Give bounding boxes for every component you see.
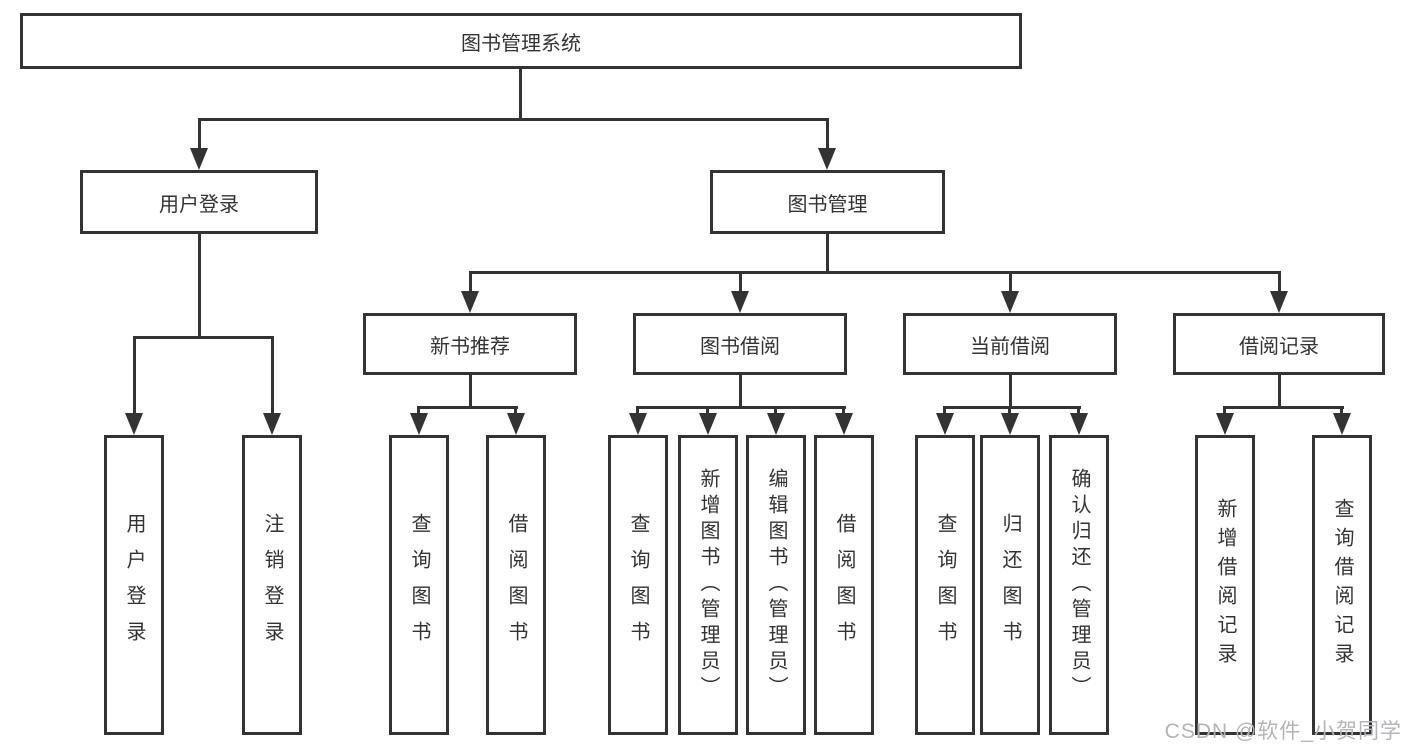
arrowhead-to-leaf xyxy=(1070,413,1088,435)
connector-drop-login-leaf2 xyxy=(271,336,274,415)
leaf-borrow-book: 借阅图书 xyxy=(814,435,874,735)
leaf-user-login: 用户登录 xyxy=(104,435,164,735)
leaf-user-login-label: 用户登录 xyxy=(123,513,145,657)
arrowhead-to-book-borrow xyxy=(731,291,749,313)
leaf-borrow-add-admin-label: 新增图书（管理员） xyxy=(697,468,719,702)
connector-new-books-stem xyxy=(469,375,472,406)
connector-drop-book-mgmt xyxy=(826,118,829,152)
leaf-records-add: 新增借阅记录 xyxy=(1195,435,1255,735)
arrowhead-to-leaf xyxy=(1333,413,1351,435)
arrowhead-to-login-leaf2 xyxy=(263,413,281,435)
connector-drop-leaf xyxy=(1340,406,1343,415)
arrowhead-to-leaf xyxy=(629,413,647,435)
arrowhead-to-login-leaf1 xyxy=(125,413,143,435)
connector-level3-bus xyxy=(469,271,1281,274)
leaf-new-books-borrow-label: 借阅图书 xyxy=(505,513,527,657)
connector-drop-current-borrow xyxy=(1009,271,1012,293)
connector-level1-bus xyxy=(198,118,828,121)
connector-new-books-bus xyxy=(418,406,518,409)
node-user-login-label: 用户登录 xyxy=(159,193,239,216)
arrowhead-to-current-borrow xyxy=(1001,291,1019,313)
node-book-borrow-label: 图书借阅 xyxy=(700,335,780,358)
arrowhead-to-leaf xyxy=(507,413,525,435)
node-book-mgmt: 图书管理 xyxy=(710,170,945,234)
connector-drop-user-login xyxy=(198,118,201,152)
leaf-new-books-borrow: 借阅图书 xyxy=(486,435,546,735)
connector-drop-leaf xyxy=(1223,406,1226,415)
connector-drop-new-books xyxy=(469,271,472,293)
connector-book-borrow-stem xyxy=(739,375,742,406)
arrowhead-to-leaf xyxy=(835,413,853,435)
connector-drop-leaf xyxy=(774,406,777,415)
arrowhead-to-leaf xyxy=(410,413,428,435)
node-book-borrow: 图书借阅 xyxy=(633,313,847,375)
node-root-library-management-system: 图书管理系统 xyxy=(20,13,1022,69)
connector-drop-borrow-records xyxy=(1278,271,1281,293)
connector-book-borrow-bus xyxy=(637,406,846,409)
node-current-borrow-label: 当前借阅 xyxy=(970,335,1050,358)
connector-borrow-records-bus xyxy=(1224,406,1344,409)
node-root-label: 图书管理系统 xyxy=(461,32,581,55)
leaf-logout: 注销登录 xyxy=(242,435,302,735)
node-user-login: 用户登录 xyxy=(80,170,318,234)
node-new-books: 新书推荐 xyxy=(363,313,577,375)
arrowhead-to-leaf xyxy=(767,413,785,435)
arrowhead-to-new-books xyxy=(461,291,479,313)
leaf-borrow-add-admin: 新增图书（管理员） xyxy=(678,435,738,735)
arrowhead-to-leaf xyxy=(699,413,717,435)
connector-borrow-records-stem xyxy=(1278,375,1281,406)
leaf-current-return: 归还图书 xyxy=(980,435,1040,735)
node-current-borrow: 当前借阅 xyxy=(903,313,1117,375)
node-new-books-label: 新书推荐 xyxy=(430,335,510,358)
connector-drop-leaf xyxy=(842,406,845,415)
csdn-watermark: CSDN @软件_小贺同学 xyxy=(1164,720,1402,743)
leaf-current-confirm-return-admin-label: 确认归还（管理员） xyxy=(1068,468,1090,702)
connector-drop-leaf xyxy=(636,406,639,415)
leaf-borrow-edit-admin: 编辑图书（管理员） xyxy=(746,435,806,735)
connector-drop-leaf xyxy=(417,406,420,415)
leaf-borrow-query: 查询图书 xyxy=(608,435,668,735)
connector-book-mgmt-stem xyxy=(826,233,829,271)
leaf-borrow-query-label: 查询图书 xyxy=(627,513,649,657)
connector-drop-leaf xyxy=(1077,406,1080,415)
connector-drop-leaf xyxy=(514,406,517,415)
node-borrow-records-label: 借阅记录 xyxy=(1239,335,1319,358)
connector-root-stem xyxy=(519,69,522,118)
connector-drop-book-borrow xyxy=(739,271,742,293)
connector-user-login-stem xyxy=(198,233,201,336)
leaf-current-query-label: 查询图书 xyxy=(934,513,956,657)
leaf-current-confirm-return-admin: 确认归还（管理员） xyxy=(1049,435,1109,735)
connector-drop-login-leaf1 xyxy=(133,336,136,415)
connector-drop-leaf xyxy=(706,406,709,415)
leaf-records-query-label: 查询借阅记录 xyxy=(1331,498,1353,672)
node-book-mgmt-label: 图书管理 xyxy=(787,193,868,216)
connector-drop-leaf xyxy=(943,406,946,415)
connector-drop-leaf xyxy=(1008,406,1011,415)
arrowhead-to-leaf xyxy=(1001,413,1019,435)
arrowhead-to-leaf xyxy=(1216,413,1234,435)
arrowhead-to-leaf xyxy=(936,413,954,435)
leaf-borrow-edit-admin-label: 编辑图书（管理员） xyxy=(765,468,787,702)
connector-current-borrow-stem xyxy=(1009,375,1012,406)
arrowhead-to-user-login xyxy=(190,148,208,170)
connector-user-login-bus xyxy=(133,336,274,339)
node-borrow-records: 借阅记录 xyxy=(1173,313,1385,375)
leaf-new-books-query: 查询图书 xyxy=(389,435,449,735)
leaf-logout-label: 注销登录 xyxy=(261,513,283,657)
leaf-current-return-label: 归还图书 xyxy=(999,513,1021,657)
arrowhead-to-borrow-records xyxy=(1270,291,1288,313)
leaf-current-query: 查询图书 xyxy=(915,435,975,735)
leaf-records-query: 查询借阅记录 xyxy=(1312,435,1372,735)
leaf-new-books-query-label: 查询图书 xyxy=(408,513,430,657)
connector-current-borrow-bus xyxy=(944,406,1081,409)
leaf-records-add-label: 新增借阅记录 xyxy=(1214,498,1236,672)
leaf-borrow-book-label: 借阅图书 xyxy=(833,513,855,657)
arrowhead-to-book-mgmt xyxy=(818,148,836,170)
